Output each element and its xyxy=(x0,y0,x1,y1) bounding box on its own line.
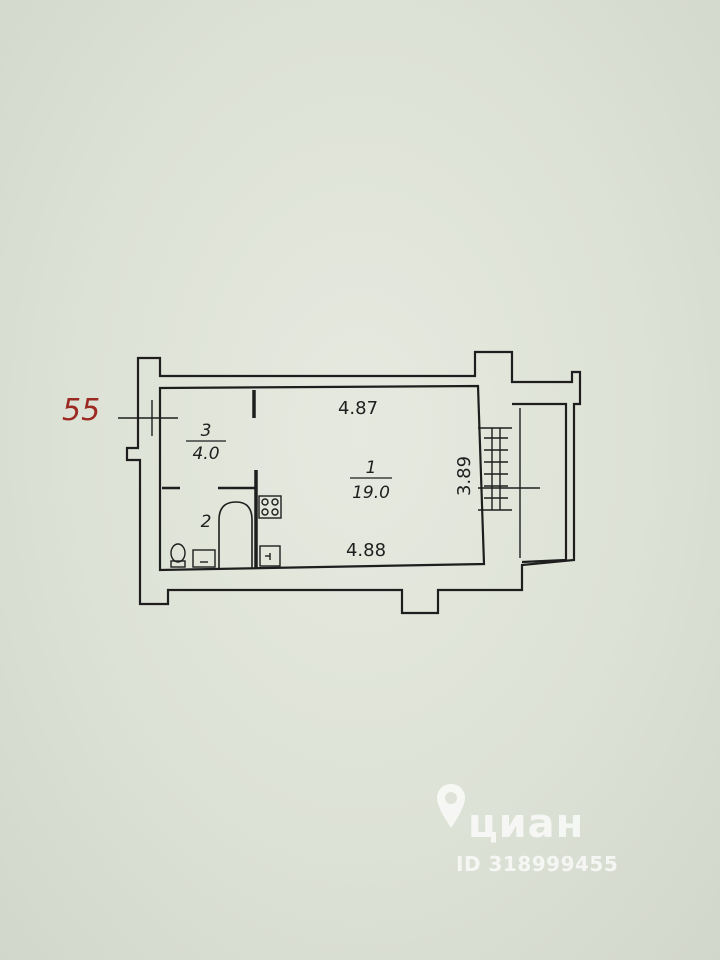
map-pin-icon xyxy=(437,784,465,828)
bathtub-icon xyxy=(218,501,253,568)
room-2-number: 2 xyxy=(201,512,212,532)
window xyxy=(478,427,540,511)
outer-wall xyxy=(125,350,582,615)
inner-wall xyxy=(158,384,486,572)
watermark-brand: циан xyxy=(468,801,585,847)
dimension-top: 4.87 xyxy=(338,398,378,419)
room-1-area: 19.0 xyxy=(352,483,390,503)
apartment-number: 55 xyxy=(62,393,100,428)
room-3-area: 4.0 xyxy=(192,444,219,464)
sink-icon xyxy=(192,549,216,568)
room-1-number: 1 xyxy=(366,458,377,478)
dimension-right: 3.89 xyxy=(454,456,475,496)
balcony-outline xyxy=(512,402,568,564)
watermark-listing-id: ID 318999455 xyxy=(456,852,619,876)
toilet-icon xyxy=(170,543,186,568)
room-3-number: 3 xyxy=(201,421,212,441)
kitchen-sink-icon xyxy=(259,545,281,567)
entrance-door xyxy=(118,400,178,436)
dimension-bottom: 4.88 xyxy=(346,540,386,561)
watermark: циан ID 318999455 xyxy=(430,782,660,892)
stove-icon xyxy=(258,495,282,519)
